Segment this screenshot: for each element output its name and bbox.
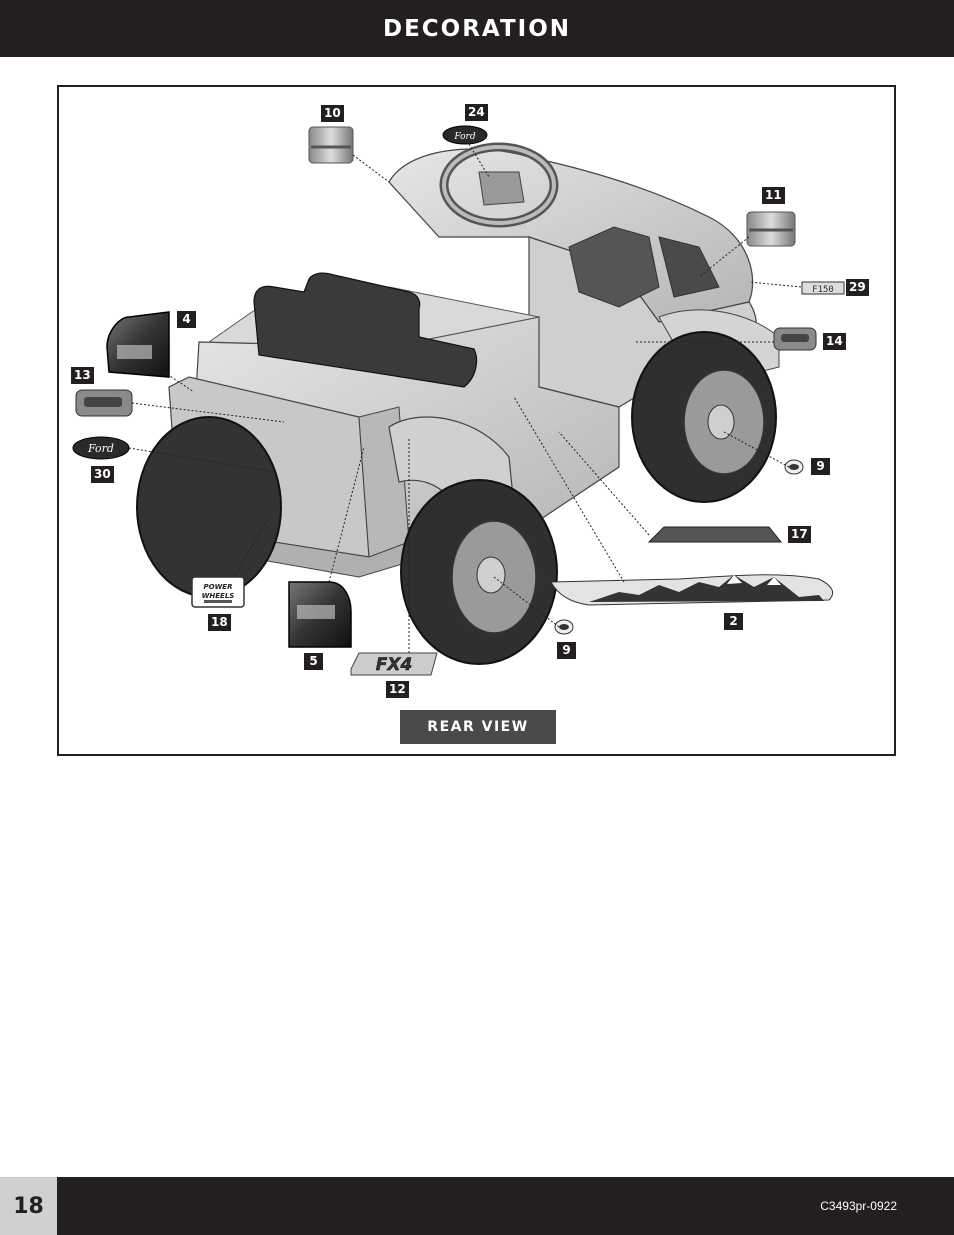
page-title: DECORATION [382, 15, 571, 42]
decal-11-mirror [746, 211, 796, 247]
ford-oval-text-24: Ford [453, 132, 475, 142]
callout-4: 4 [177, 311, 196, 328]
document-code: C3493pr-0922 [820, 1199, 897, 1213]
callout-11: 11 [762, 187, 785, 204]
power-wheels-text-1: POWER [204, 583, 233, 591]
callout-14: 14 [823, 333, 846, 350]
f150-badge-text: F150 [812, 285, 834, 295]
decal-10-mirror [308, 126, 354, 164]
decal-18-power-wheels: POWER WHEELS [191, 576, 245, 608]
decal-12-fx4-badge: FX4 [350, 652, 438, 676]
callout-30: 30 [91, 466, 114, 483]
callout-9-front: 9 [811, 458, 830, 475]
decal-29-f150-badge: F150 [801, 281, 845, 295]
fx4-badge-text: FX4 [376, 655, 413, 675]
callout-10: 10 [321, 105, 344, 122]
ford-oval-text-30: Ford [87, 442, 114, 455]
truck-rear-view-diagram: Ford F150 Ford [72, 125, 845, 676]
decal-9-hubcap-front [784, 459, 804, 475]
decal-30-ford-oval: Ford [72, 436, 130, 460]
decal-13-tailgate-handle [75, 389, 133, 417]
decal-24-ford-oval: Ford [442, 125, 488, 145]
callout-5: 5 [304, 653, 323, 670]
decal-2-mountain-graphic [550, 574, 834, 606]
callout-2: 2 [724, 613, 743, 630]
page-header: DECORATION [0, 0, 954, 57]
page-footer: 18 C3493pr-0922 [0, 1177, 954, 1235]
leader-lines [128, 143, 802, 653]
decal-5-tail-lamp [288, 581, 352, 648]
wheels [136, 331, 777, 665]
callout-18: 18 [208, 614, 231, 631]
callout-12: 12 [386, 681, 409, 698]
power-wheels-text-2: WHEELS [202, 592, 235, 600]
decoration-diagram-frame: Ford F150 Ford [57, 85, 896, 756]
decal-9-hubcap-rear [554, 619, 574, 635]
callout-24: 24 [465, 104, 488, 121]
callout-9-rear: 9 [557, 642, 576, 659]
callout-29: 29 [846, 279, 869, 296]
callout-17: 17 [788, 526, 811, 543]
decal-17-stripe [647, 526, 783, 543]
page-number: 18 [0, 1177, 57, 1235]
callout-13: 13 [71, 367, 94, 384]
decal-4-tail-lamp [106, 311, 170, 378]
decal-14-door-handle [773, 327, 817, 351]
rear-view-label: REAR VIEW [400, 710, 556, 744]
